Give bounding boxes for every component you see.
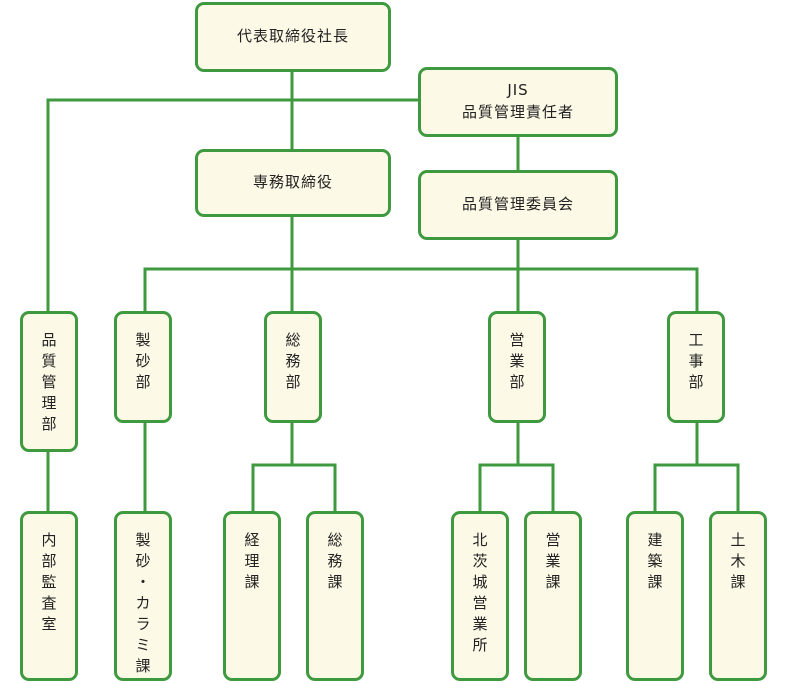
seisa-section-box: 製砂・カラミ課	[114, 511, 172, 681]
audit-room-label-char: 査	[41, 594, 57, 612]
kitaibaraki-office-label-char: 所	[472, 636, 488, 654]
audit-room-label-char: 内	[41, 531, 57, 549]
keiri-section-label-char: 課	[244, 573, 260, 591]
eigyo-section-label-char: 課	[545, 573, 561, 591]
ceo-box: 代表取締役社長	[195, 2, 391, 72]
eigyo-dept-box: 営業部	[488, 311, 546, 423]
qc-dept-label-char: 管	[41, 373, 57, 391]
line-soumu-secs	[251, 419, 294, 515]
kenchiku-section-label: 建築課	[647, 530, 662, 593]
kenchiku-section-label-char: 建	[647, 531, 663, 549]
seisa-dept-label-char: 砂	[135, 352, 151, 370]
soumu-dept-label-char: 務	[285, 352, 301, 370]
eigyo-section-label: 営業課	[545, 530, 560, 593]
kitaibaraki-office-box: 北茨城営業所	[451, 511, 509, 681]
seisa-section-label-char: ミ	[135, 636, 151, 654]
qc-dept-box: 品質管理部	[20, 311, 78, 452]
qc-dept-label-char: 部	[41, 415, 57, 433]
doboku-section-label-char: 土	[730, 531, 746, 549]
doboku-section-label: 土木課	[730, 530, 745, 593]
kenchiku-section-box: 建築課	[626, 511, 684, 681]
eigyo-dept-label-char: 営	[509, 331, 525, 349]
soumu-section-label-char: 総	[327, 531, 343, 549]
kenchiku-section-label-char: 課	[647, 573, 663, 591]
kitaibaraki-office-label-char: 営	[472, 594, 488, 612]
qc-dept-label-char: 質	[41, 352, 57, 370]
kitaibaraki-office-label-char: 茨	[472, 552, 488, 570]
seisa-section-label-char: 砂	[135, 552, 151, 570]
doboku-section-label-char: 木	[730, 552, 746, 570]
committee-box: 品質管理委員会	[418, 170, 618, 240]
jis-manager-box: JIS 品質管理責任者	[418, 67, 618, 137]
eigyo-dept-label: 営業部	[509, 330, 524, 393]
eigyo-dept-label-char: 業	[509, 352, 525, 370]
soumu-section-label-char: 課	[327, 573, 343, 591]
doboku-section-box: 土木課	[709, 511, 767, 681]
line-to-qc-dept	[46, 98, 422, 316]
seisa-section-label-char: ラ	[135, 615, 151, 633]
seisa-section-label: 製砂・カラミ課	[135, 530, 150, 677]
senmu-box: 専務取締役	[195, 149, 391, 217]
eigyo-section-label-char: 業	[545, 552, 561, 570]
audit-room-label-char: 監	[41, 573, 57, 591]
line-kouji-secs-2	[653, 463, 740, 515]
kouji-dept-label-char: 工	[688, 331, 704, 349]
keiri-section-label-char: 経	[244, 531, 260, 549]
soumu-section-box: 総務課	[306, 511, 364, 681]
eigyo-section-label-char: 営	[545, 531, 561, 549]
line-kouji-secs	[653, 419, 699, 515]
audit-room-box: 内部監査室	[20, 511, 78, 681]
kitaibaraki-office-label-char: 城	[472, 573, 488, 591]
doboku-section-label-char: 課	[730, 573, 746, 591]
eigyo-section-box: 営業課	[524, 511, 582, 681]
keiri-section-label-char: 理	[244, 552, 260, 570]
audit-room-label: 内部監査室	[41, 530, 56, 635]
kouji-dept-label: 工事部	[688, 330, 703, 393]
line-eigyo-secs	[478, 419, 520, 515]
soumu-dept-label-char: 総	[285, 331, 301, 349]
line-soumu-secs-2	[251, 463, 337, 515]
seisa-section-label-char: 製	[135, 531, 151, 549]
seisa-dept-label-char: 製	[135, 331, 151, 349]
keiri-section-box: 経理課	[223, 511, 281, 681]
soumu-dept-label: 総務部	[285, 330, 300, 393]
soumu-dept-label-char: 部	[285, 373, 301, 391]
kitaibaraki-office-label-char: 北	[472, 531, 488, 549]
soumu-section-label: 総務課	[327, 530, 342, 593]
seisa-dept-label-char: 部	[135, 373, 151, 391]
seisa-section-label-char: 課	[135, 657, 151, 675]
seisa-dept-label: 製砂部	[135, 330, 150, 393]
kouji-dept-label-char: 部	[688, 373, 704, 391]
audit-room-label-char: 部	[41, 552, 57, 570]
soumu-dept-box: 総務部	[264, 311, 322, 423]
qc-dept-label-char: 品	[41, 331, 57, 349]
jis-label: JIS	[507, 81, 529, 100]
qc-dept-label: 品質管理部	[41, 330, 56, 435]
soumu-section-label-char: 務	[327, 552, 343, 570]
seisa-section-label-char: ・	[135, 573, 151, 591]
audit-room-label-char: 室	[41, 615, 57, 633]
kouji-dept-label-char: 事	[688, 352, 704, 370]
kenchiku-section-label-char: 築	[647, 552, 663, 570]
line-dept-bus	[143, 267, 699, 316]
eigyo-dept-label-char: 部	[509, 373, 525, 391]
qc-dept-label-char: 理	[41, 394, 57, 412]
kouji-dept-box: 工事部	[667, 311, 725, 423]
line-eigyo-secs-2	[478, 463, 555, 515]
keiri-section-label: 経理課	[244, 530, 259, 593]
seisa-dept-box: 製砂部	[114, 311, 172, 423]
seisa-section-label-char: カ	[135, 594, 151, 612]
quality-manager-label: 品質管理責任者	[461, 103, 574, 121]
kitaibaraki-office-label: 北茨城営業所	[472, 530, 487, 656]
kitaibaraki-office-label-char: 業	[472, 615, 488, 633]
